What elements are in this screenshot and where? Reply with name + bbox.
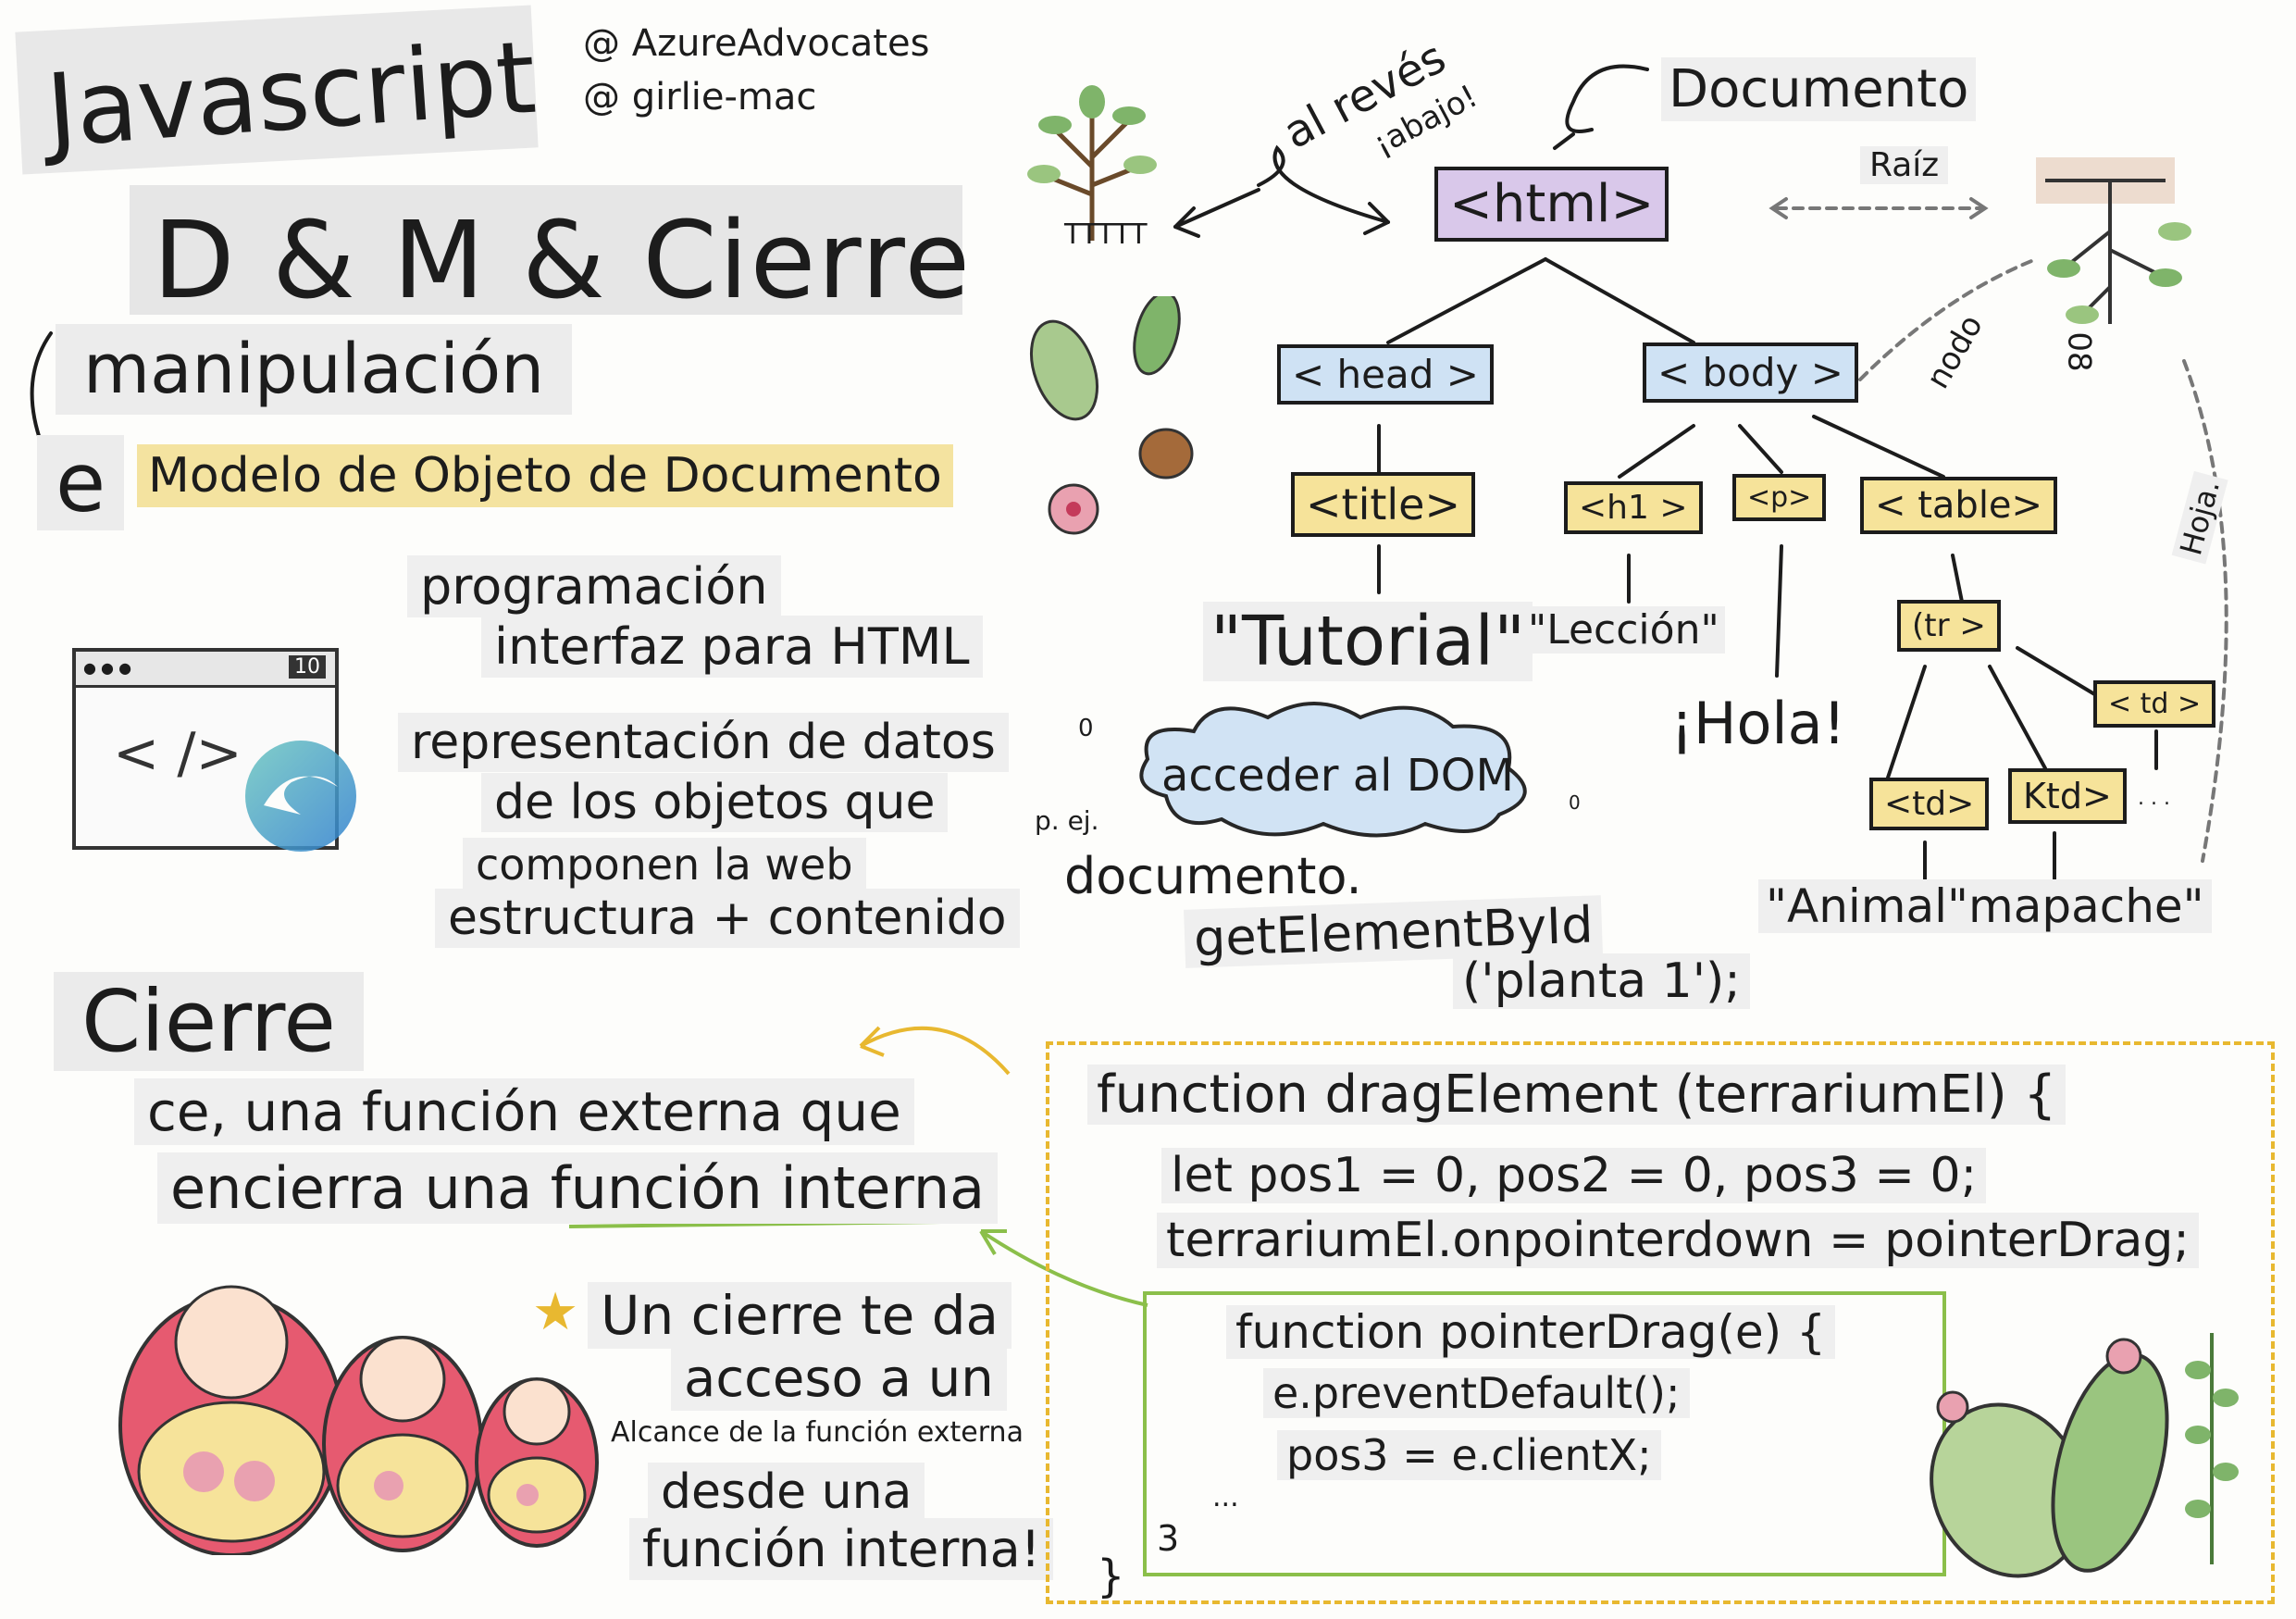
browser-title-bar: ● ● ● 10 xyxy=(76,652,335,688)
zero-marker-1: 0 xyxy=(1078,715,1094,742)
representation-line-1: representación de datos xyxy=(398,713,1009,772)
code-line-onpointerdown: terrariumEl.onpointerdown = pointerDrag; xyxy=(1157,1213,2199,1268)
browser-counter: 10 xyxy=(289,655,326,679)
closure-definition-line-2: encierra una función interna xyxy=(157,1152,999,1224)
zero-marker-2: 0 xyxy=(1569,791,1581,814)
roots-label: TTTTT xyxy=(1064,218,1148,251)
tag-td-middle: Ktd> xyxy=(2008,768,2127,824)
access-dom-label: acceder al DOM xyxy=(1161,750,1514,802)
code-line-ellipsis: ... xyxy=(1212,1481,1239,1513)
tag-table: < table> xyxy=(1860,477,2058,534)
tag-tr: (tr > xyxy=(1897,600,2001,652)
text-node-animal: "Animal"mapache" xyxy=(1758,879,2212,933)
programming-line-2: interfaz para HTML xyxy=(481,616,983,678)
text-node-hola: ¡Hola! xyxy=(1670,690,1846,757)
tag-title: <title> xyxy=(1291,472,1476,537)
code-argument: ('planta 1'); xyxy=(1453,953,1750,1009)
closure-gives-line-1: Un cierre te da xyxy=(588,1282,1012,1349)
dom-expansion: Modelo de Objeto de Documento xyxy=(137,444,953,507)
matryoshka-dolls-illustration xyxy=(118,1285,599,1555)
cactus-illustration xyxy=(1930,1333,2239,1578)
plant-illustration xyxy=(1027,85,1157,241)
credit-line-2: @ girlie-mac xyxy=(583,76,817,118)
code-inner-close: 3 xyxy=(1157,1518,1180,1559)
representation-line-3: componen la web xyxy=(463,838,866,891)
representation-line-4: estructura + contenido xyxy=(435,889,1020,948)
browser-code-glyph: < /> xyxy=(113,721,242,786)
browser-dots: ● ● ● xyxy=(83,659,132,677)
example-label: p. ej. xyxy=(1035,805,1099,836)
td-more-dots: . . . xyxy=(2138,787,2170,810)
closure-gives-line-3: Alcance de la función externa xyxy=(611,1416,1024,1449)
code-document: documento. xyxy=(1064,847,1362,905)
closure-title: Cierre xyxy=(54,972,365,1071)
code-line-preventdefault: e.preventDefault(); xyxy=(1263,1368,1690,1418)
closure-gives-line-5: función interna! xyxy=(629,1518,1054,1580)
representation-line-2: de los objetos que xyxy=(481,773,949,832)
tag-td-left: <td> xyxy=(1869,778,1990,830)
edge-logo-icon xyxy=(245,741,356,852)
bracket-icon xyxy=(30,331,53,446)
root-label: Raíz xyxy=(1860,146,1949,184)
closure-gives-line-2: acceso a un xyxy=(671,1347,1007,1411)
tag-td-right: < td > xyxy=(2093,680,2216,728)
manipulation-label: manipulación xyxy=(56,324,573,415)
text-node-leccion: "Lección" xyxy=(1522,606,1725,654)
programming-line-1: programación xyxy=(407,555,781,617)
text-node-tutorial: "Tutorial" xyxy=(1203,602,1533,681)
page-subtitle: D & M & Cierre xyxy=(153,199,973,323)
tree-root-illustration xyxy=(2036,157,2191,324)
tag-body: < body > xyxy=(1643,342,1858,403)
cloud-shape xyxy=(1139,702,1527,838)
code-line-outer-function: function dragElement (terrariumEl) { xyxy=(1087,1065,2066,1125)
closure-definition-text: encierra una xyxy=(170,1154,551,1222)
subtitle-background xyxy=(130,185,962,315)
code-line-pos3: pos3 = e.clientX; xyxy=(1277,1430,1661,1480)
inner-function-phrase: función interna xyxy=(550,1154,986,1222)
code-line-inner-function: function pointerDrag(e) { xyxy=(1226,1305,1835,1359)
closure-gives-line-4: desde una xyxy=(648,1463,925,1522)
code-line-let: let pos1 = 0, pos2 = 0, pos3 = 0; xyxy=(1161,1148,1987,1203)
document-label: Documento xyxy=(1661,57,1977,121)
tag-h1: <h1 > xyxy=(1564,481,1703,534)
closure-definition-line-1: ce, una función externa que xyxy=(134,1078,914,1145)
e-letter: e xyxy=(37,435,125,530)
leaves-illustration xyxy=(1030,296,1194,535)
outer-function-box xyxy=(1046,1041,2275,1604)
tag-p: <p> xyxy=(1732,474,1827,521)
star-icon: ★ xyxy=(532,1282,579,1342)
tag-html: <html> xyxy=(1434,167,1669,242)
tag-head: < head > xyxy=(1277,344,1494,405)
credit-line-1: @ AzureAdvocates xyxy=(583,22,930,65)
code-outer-close: } xyxy=(1097,1551,1125,1602)
